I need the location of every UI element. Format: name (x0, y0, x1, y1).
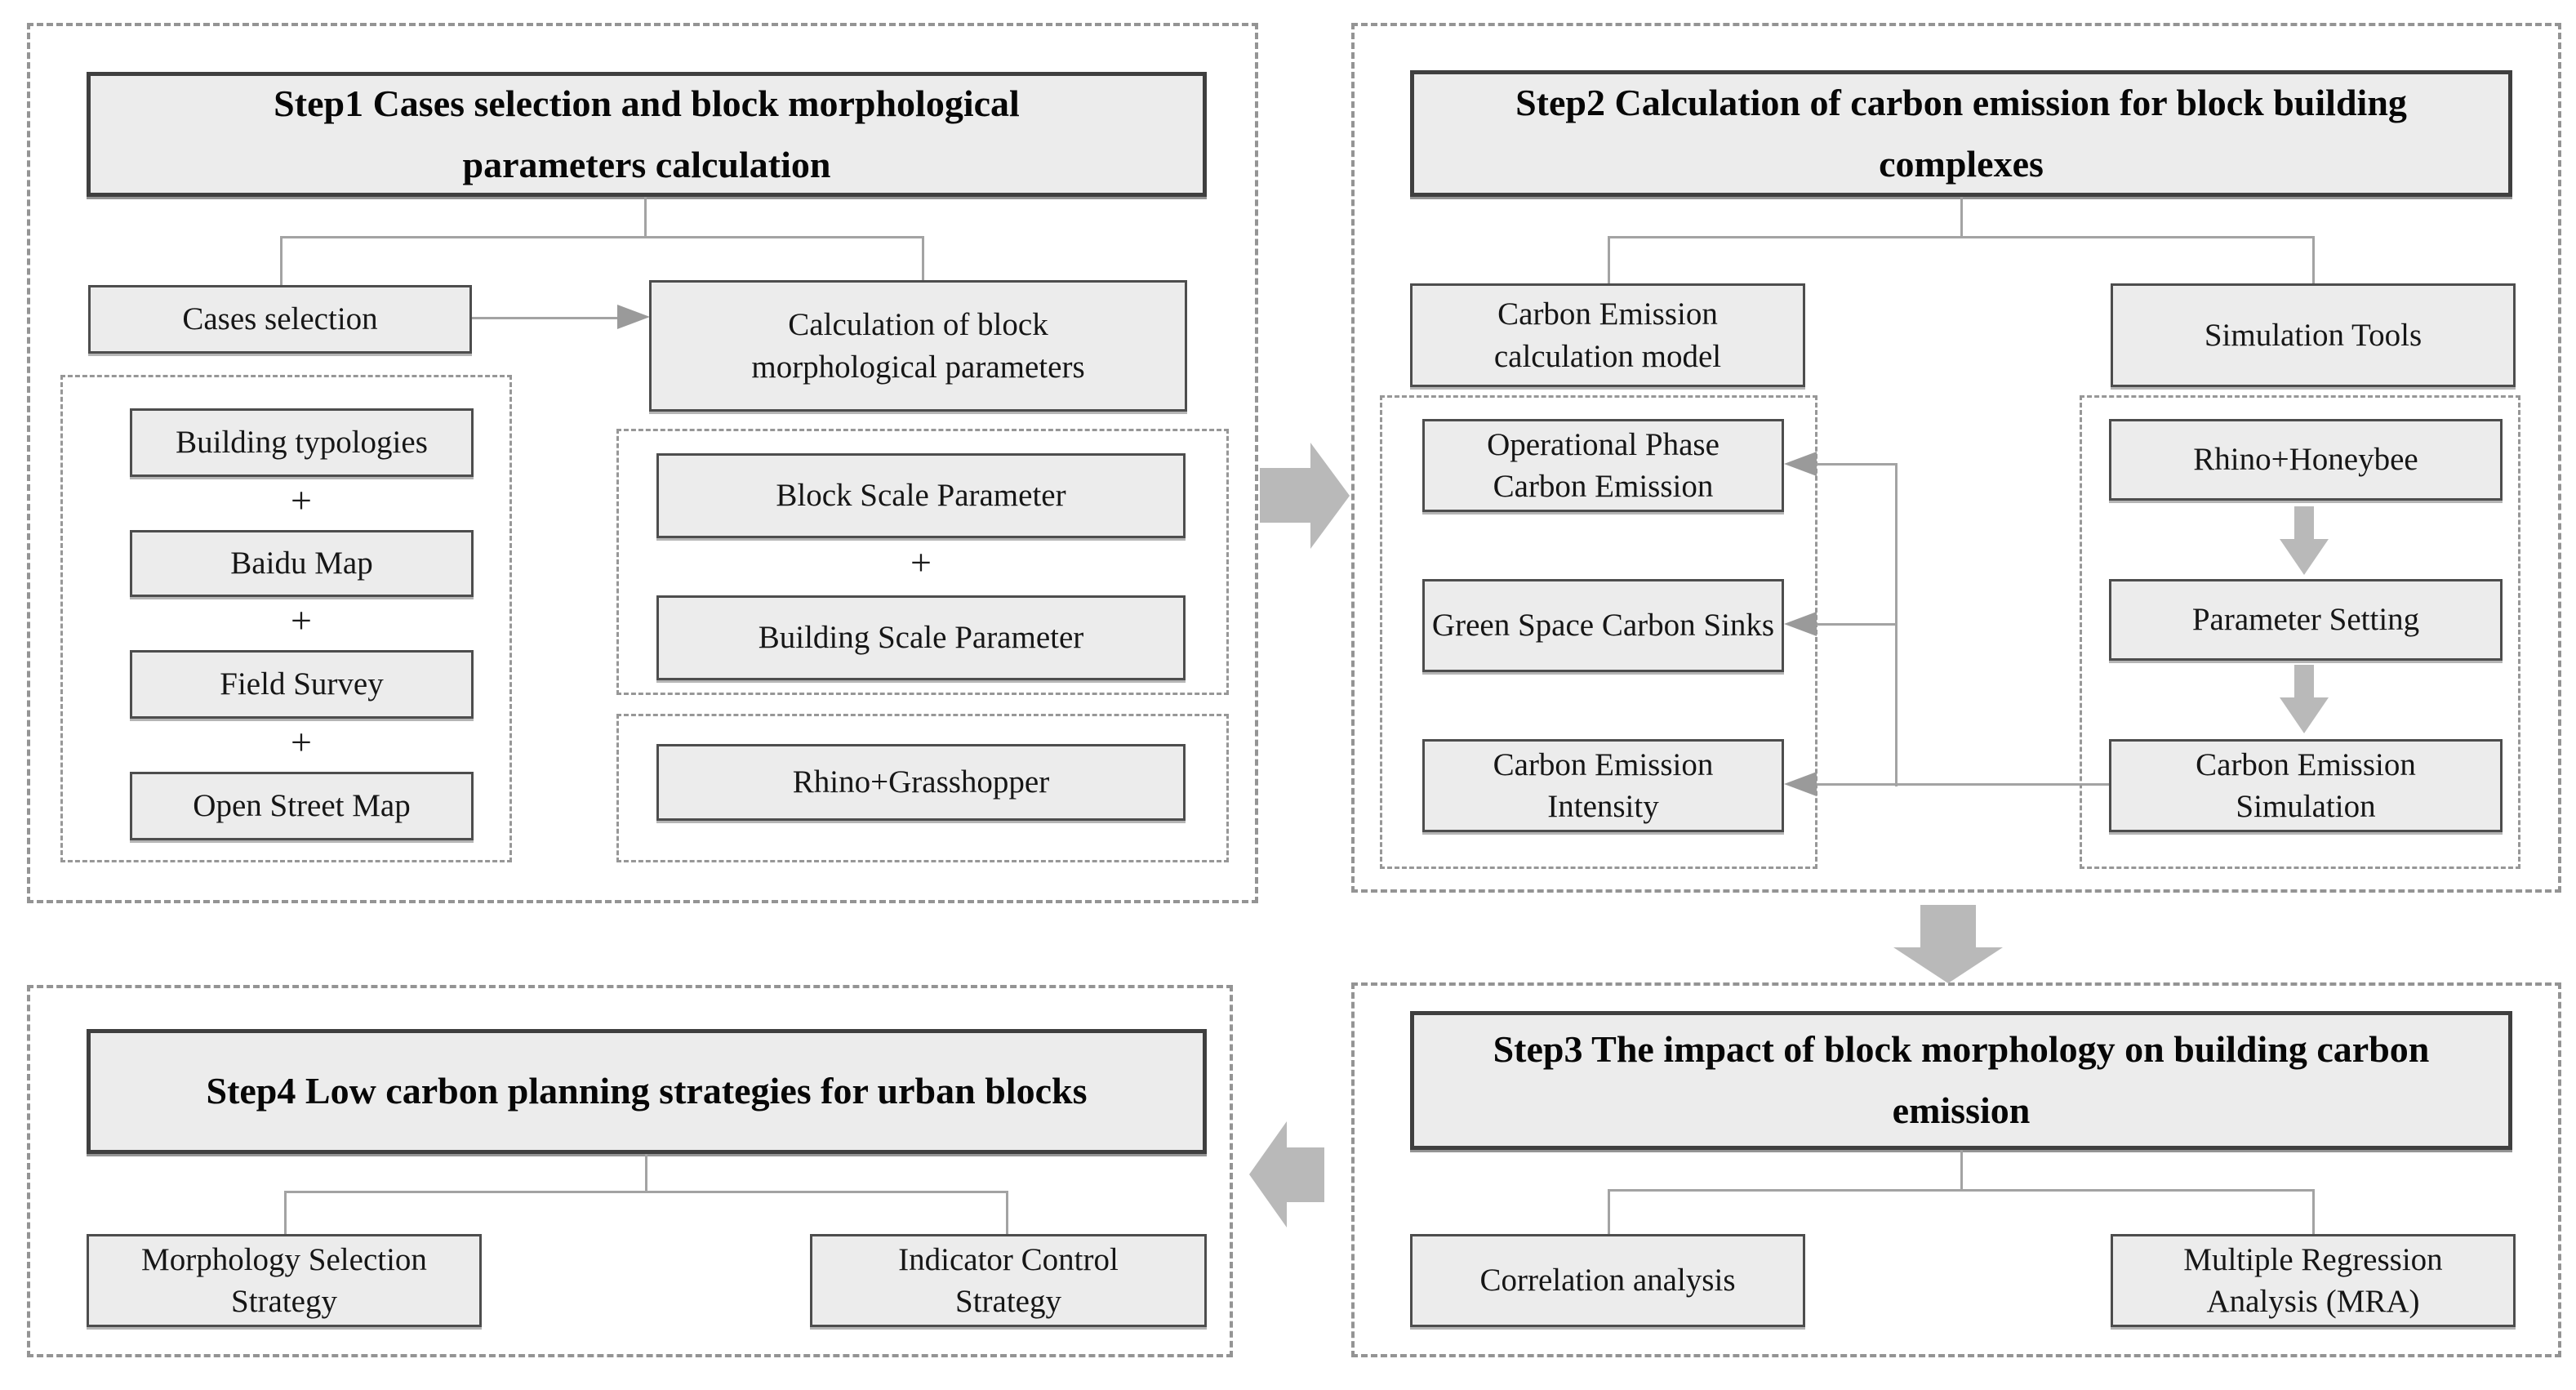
rhino-honeybee-label: Rhino+Honeybee (2193, 442, 2418, 478)
green-space-sinks-label: Green Space Carbon Sinks (1431, 608, 1775, 644)
connector-step4-branch (284, 1191, 1008, 1193)
feedback-arrowhead-1-icon (1784, 452, 1817, 476)
correlation-analysis-label: Correlation analysis (1479, 1263, 1736, 1299)
green-space-sinks-box: Green Space Carbon Sinks (1422, 579, 1784, 672)
step1-panel (27, 23, 1258, 903)
carbon-simulation-label: Carbon Emission Simulation (2196, 746, 2416, 824)
operational-phase-box: Operational Phase Carbon Emission (1422, 419, 1784, 512)
connector-step4-drop-right (1006, 1191, 1008, 1234)
step2-panel (1351, 23, 2561, 893)
cases-selection-label: Cases selection (182, 301, 378, 337)
field-survey-label: Field Survey (220, 666, 384, 702)
simulation-tools-box: Simulation Tools (2111, 283, 2516, 387)
connector-step2-branch (1608, 236, 2315, 238)
step1-title: Step1 Cases selection and block morpholo… (274, 82, 1020, 185)
connector-step3-stem (1960, 1150, 1963, 1189)
open-street-map-box: Open Street Map (130, 772, 474, 840)
feedback-arrowhead-3-icon (1784, 772, 1817, 796)
connector-step4-drop-left (284, 1191, 287, 1234)
step1-title-box: Step1 Cases selection and block morpholo… (87, 72, 1207, 197)
connector-cases-to-calculation (472, 317, 619, 319)
data-sources-group (60, 375, 512, 862)
morphology-strategy-box: Morphology Selection Strategy (87, 1234, 482, 1327)
flow-arrow-down-icon (1920, 905, 1976, 947)
step2-title-box: Step2 Calculation of carbon emission for… (1410, 70, 2512, 197)
field-survey-box: Field Survey (130, 650, 474, 719)
connector-feedback-top (1817, 463, 1898, 466)
grasshopper-tool-group (616, 714, 1229, 862)
building-scale-parameter-label: Building Scale Parameter (758, 620, 1084, 656)
simulation-tools-label: Simulation Tools (2204, 317, 2423, 353)
baidu-map-label: Baidu Map (230, 546, 373, 581)
connector-feedback-middle (1817, 623, 1898, 626)
block-scale-parameter-box: Block Scale Parameter (656, 453, 1186, 538)
connector-feedback-vertical (1895, 465, 1898, 786)
baidu-map-box: Baidu Map (130, 530, 474, 597)
correlation-analysis-box: Correlation analysis (1410, 1234, 1805, 1327)
workflow-arrow-2-icon (2294, 665, 2314, 697)
step3-title-box: Step3 The impact of block morphology on … (1410, 1011, 2512, 1150)
building-typologies-label: Building typologies (176, 425, 428, 461)
step4-title-box: Step4 Low carbon planning strategies for… (87, 1029, 1207, 1154)
operational-phase-label: Operational Phase Carbon Emission (1487, 426, 1720, 504)
block-scale-parameter-label: Block Scale Parameter (776, 478, 1066, 514)
morphology-strategy-label: Morphology Selection Strategy (141, 1241, 427, 1319)
arrowhead-right-icon (617, 305, 650, 329)
connector-step1-branch (280, 236, 924, 238)
mra-box: Multiple Regression Analysis (MRA) (2111, 1234, 2516, 1327)
building-typologies-box: Building typologies (130, 408, 474, 477)
connector-step2-drop-left (1608, 236, 1610, 283)
parameters-group (616, 429, 1229, 695)
plus-sign-3: + (291, 721, 312, 763)
plus-sign-1: + (291, 479, 312, 521)
cases-selection-box: Cases selection (88, 285, 472, 354)
connector-step4-stem (645, 1154, 647, 1191)
plus-sign-2: + (291, 599, 312, 641)
rhino-honeybee-box: Rhino+Honeybee (2109, 419, 2503, 501)
connector-feedback-bottom (1817, 783, 2109, 786)
carbon-simulation-box: Carbon Emission Simulation (2109, 739, 2503, 832)
flow-arrow-left-head-icon (1249, 1121, 1287, 1227)
feedback-arrowhead-2-icon (1784, 612, 1817, 636)
carbon-intensity-label: Carbon Emission Intensity (1493, 746, 1714, 824)
step4-panel (27, 985, 1233, 1357)
mra-label: Multiple Regression Analysis (MRA) (2183, 1241, 2443, 1319)
calculation-label: Calculation of block morphological param… (751, 307, 1085, 385)
carbon-intensity-box: Carbon Emission Intensity (1422, 739, 1784, 832)
rhino-grasshopper-box: Rhino+Grasshopper (656, 744, 1186, 821)
connector-step1-drop-right (922, 236, 924, 280)
connector-step3-branch (1608, 1189, 2315, 1192)
step4-title: Step4 Low carbon planning strategies for… (206, 1070, 1088, 1112)
workflow-arrow-1-head-icon (2280, 539, 2329, 575)
flow-arrow-down-head-icon (1893, 947, 2003, 983)
connector-step2-stem (1960, 197, 1963, 236)
carbon-emission-model-box: Carbon Emission calculation model (1410, 283, 1805, 387)
step3-panel (1351, 982, 2561, 1357)
connector-step1-drop-left (280, 236, 283, 285)
carbon-emission-model-label: Carbon Emission calculation model (1493, 296, 1722, 374)
flow-arrow-right-icon (1260, 468, 1310, 523)
parameter-setting-box: Parameter Setting (2109, 579, 2503, 661)
plus-sign-4: + (910, 541, 932, 583)
connector-step2-drop-right (2312, 236, 2315, 283)
simulation-workflow-group (2080, 395, 2520, 869)
indicator-strategy-label: Indicator Control Strategy (898, 1241, 1119, 1319)
step2-title: Step2 Calculation of carbon emission for… (1515, 81, 2407, 185)
building-scale-parameter-box: Building Scale Parameter (656, 595, 1186, 680)
flow-arrow-left-icon (1287, 1147, 1324, 1202)
indicator-strategy-box: Indicator Control Strategy (810, 1234, 1207, 1327)
workflow-arrow-2-head-icon (2280, 697, 2329, 733)
connector-step1-stem (644, 197, 647, 236)
connector-step3-drop-right (2312, 1189, 2315, 1234)
workflow-arrow-1-icon (2294, 506, 2314, 539)
flow-arrow-right-head-icon (1310, 443, 1350, 549)
calculation-box: Calculation of block morphological param… (649, 280, 1187, 412)
rhino-grasshopper-label: Rhino+Grasshopper (792, 764, 1050, 800)
parameter-setting-label: Parameter Setting (2191, 602, 2420, 638)
open-street-map-label: Open Street Map (193, 788, 411, 824)
step3-title: Step3 The impact of block morphology on … (1493, 1028, 2430, 1131)
connector-step3-drop-left (1608, 1189, 1610, 1234)
